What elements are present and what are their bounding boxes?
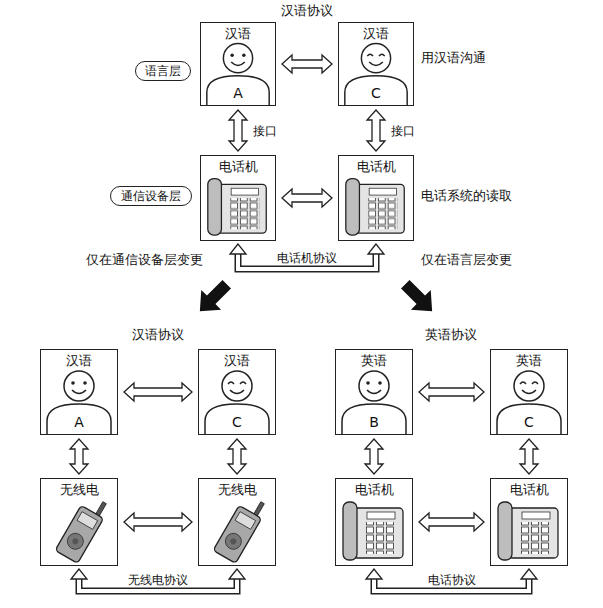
box-heading: 汉语 <box>199 353 275 369</box>
protocol-arrow <box>365 439 383 474</box>
box-heading: 无线电 <box>199 482 275 498</box>
person-letter: B <box>336 414 412 430</box>
protocol-arrow <box>124 383 192 401</box>
edge-label: 电话协议 <box>426 573 478 587</box>
layer-tag: 通信设备层 <box>110 186 192 206</box>
box-heading: 通信设备层 <box>119 189 183 203</box>
device-box: 汉语 A <box>200 22 276 106</box>
protocol-arrow <box>366 569 537 591</box>
person-letter: C <box>491 414 567 430</box>
device-box: 汉语 A <box>40 349 118 435</box>
device-box: 无线电 <box>198 478 276 566</box>
note-label: 用汉语沟通 <box>421 50 486 66</box>
protocol-arrow <box>230 244 384 269</box>
device-box: 无线电 <box>40 478 118 566</box>
protocol-arrow <box>419 383 484 401</box>
note-label: 汉语协议 <box>132 327 184 343</box>
person-letter: C <box>339 85 413 101</box>
protocol-arrow <box>282 189 332 207</box>
protocol-arrow <box>419 513 484 531</box>
big-arrow <box>395 274 442 321</box>
box-heading: 电话机 <box>339 159 413 175</box>
person-letter: A <box>41 414 117 430</box>
edge-label: 电话机协议 <box>275 251 339 265</box>
note-label: 仅在语言层变更 <box>421 252 512 268</box>
person-letter: C <box>199 414 275 430</box>
big-arrow <box>190 274 237 321</box>
protocol-arrow <box>367 110 385 151</box>
note-label: 汉语协议 <box>281 3 333 19</box>
layer-tag: 语言层 <box>135 61 191 81</box>
person-letter: A <box>201 85 275 101</box>
box-heading: 汉语 <box>41 353 117 369</box>
box-heading: 英语 <box>336 353 412 369</box>
box-heading: 语言层 <box>143 64 183 78</box>
device-box: 英语 B <box>335 349 413 435</box>
device-box: 电话机 <box>338 155 414 241</box>
protocol-arrow <box>282 55 332 73</box>
note-label: 仅在通信设备层变更 <box>86 252 203 268</box>
device-box: 英语 C <box>490 349 568 435</box>
device-box: 汉语 C <box>338 22 414 106</box>
device-box: 电话机 <box>200 155 276 241</box>
device-box: 汉语 C <box>198 349 276 435</box>
box-heading: 英语 <box>491 353 567 369</box>
edge-label: 接口 <box>389 124 417 138</box>
protocol-arrow <box>70 439 88 474</box>
box-heading: 电话机 <box>491 482 567 498</box>
protocol-arrow <box>228 439 246 474</box>
box-heading: 汉语 <box>339 26 413 42</box>
protocol-arrow <box>229 110 247 151</box>
note-label: 英语协议 <box>425 327 477 343</box>
box-heading: 电话机 <box>336 482 412 498</box>
protocol-arrow <box>71 569 245 591</box>
device-box: 电话机 <box>490 478 568 566</box>
protocol-arrow <box>520 439 538 474</box>
edge-label: 无线电协议 <box>126 573 190 587</box>
device-box: 电话机 <box>335 478 413 566</box>
protocol-arrow <box>124 513 192 531</box>
note-label: 电话系统的读取 <box>421 188 512 204</box>
box-heading: 汉语 <box>201 26 275 42</box>
edge-label: 接口 <box>251 124 279 138</box>
box-heading: 电话机 <box>201 159 275 175</box>
box-heading: 无线电 <box>41 482 117 498</box>
